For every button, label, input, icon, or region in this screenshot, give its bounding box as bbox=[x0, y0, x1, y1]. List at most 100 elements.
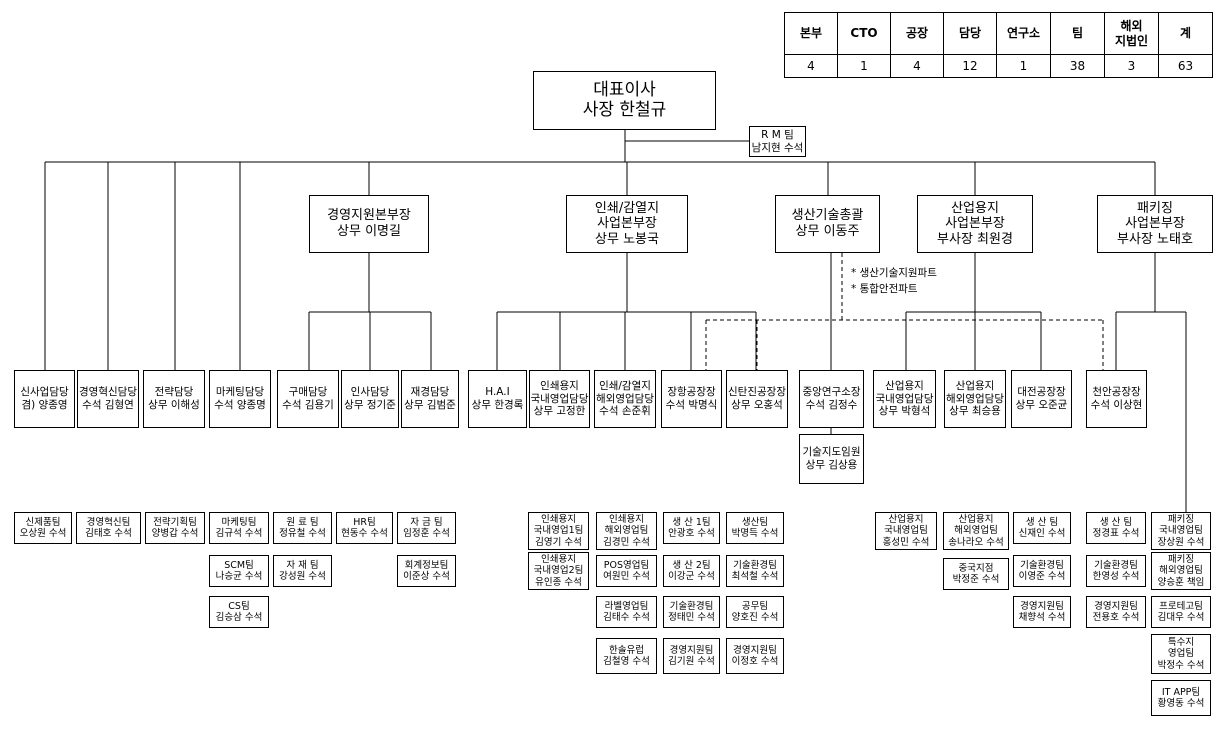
stats-value-factory: 4 bbox=[890, 54, 944, 78]
stats-header-hq: 본부 bbox=[784, 12, 838, 55]
ind-hq-box: 산업용지 사업본부장 부사장 최원경 bbox=[917, 195, 1033, 253]
stats-header-division: 담당 bbox=[943, 12, 997, 55]
stats-table: 본부 CTO 공장 담당 연구소 팀 해외 지법인 계 4 1 4 12 1 3… bbox=[784, 12, 1213, 78]
note-safety: * 통합안전파트 bbox=[851, 283, 918, 295]
prod-tech-title: 생산기술총괄 bbox=[791, 208, 864, 224]
stats-value-total: 63 bbox=[1158, 54, 1213, 78]
ceo-title: 대표이사 bbox=[593, 79, 656, 100]
stats-value-division: 12 bbox=[943, 54, 997, 78]
pack-hq-line1: 패키징 bbox=[1137, 200, 1173, 216]
note-prod-support: * 생산기술지원파트 bbox=[851, 267, 937, 279]
mgmt-hq-title: 경영지원본부장 bbox=[327, 208, 411, 224]
rm-team-lead: 남지현 수석 bbox=[751, 141, 804, 154]
stats-header-overseas: 해외 지법인 bbox=[1104, 12, 1159, 55]
stats-value-lab: 1 bbox=[996, 54, 1051, 78]
stats-header-factory: 공장 bbox=[890, 12, 944, 55]
stats-value-hq: 4 bbox=[784, 54, 838, 78]
stats-header-total: 계 bbox=[1158, 12, 1213, 55]
ind-hq-line2: 사업본부장 bbox=[945, 216, 1005, 232]
ind-hq-head: 부사장 최원경 bbox=[937, 231, 1013, 247]
print-hq-head: 상무 노봉국 bbox=[595, 231, 659, 247]
ind-hq-line1: 산업용지 bbox=[951, 200, 999, 216]
pack-hq-box: 패키징 사업본부장 부사장 노태호 bbox=[1097, 195, 1213, 253]
mgmt-hq-head: 상무 이명길 bbox=[337, 224, 401, 239]
prod-tech-head: 상무 이동주 bbox=[795, 224, 860, 239]
pack-hq-head: 부사장 노태호 bbox=[1117, 231, 1193, 247]
mgmt-hq-box: 경영지원본부장 상무 이명길 bbox=[309, 195, 429, 253]
ceo-name: 사장 한철규 bbox=[582, 99, 667, 120]
stats-value-overseas: 3 bbox=[1104, 54, 1159, 78]
rm-team-box: R M 팀 남지현 수석 bbox=[749, 126, 806, 157]
pack-hq-line2: 사업본부장 bbox=[1125, 216, 1185, 232]
prod-tech-box: 생산기술총괄 상무 이동주 bbox=[775, 195, 880, 253]
stats-header-team: 팀 bbox=[1050, 12, 1105, 55]
stats-value-team: 38 bbox=[1050, 54, 1105, 78]
rm-team-name: R M 팀 bbox=[761, 128, 794, 141]
print-hq-box: 인쇄/감열지 사업본부장 상무 노봉국 bbox=[566, 195, 688, 253]
stats-value-cto: 1 bbox=[837, 54, 891, 78]
stats-header-lab: 연구소 bbox=[996, 12, 1051, 55]
print-hq-line1: 인쇄/감열지 bbox=[594, 200, 660, 216]
print-hq-line2: 사업본부장 bbox=[597, 216, 657, 232]
stats-header-cto: CTO bbox=[837, 12, 891, 55]
ceo-box: 대표이사 사장 한철규 bbox=[533, 71, 716, 130]
